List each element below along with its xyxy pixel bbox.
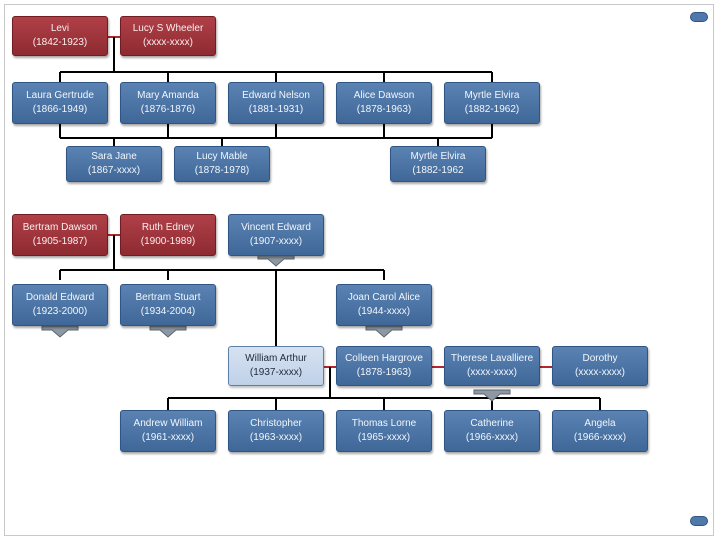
expand-arrow-icon xyxy=(257,254,295,267)
person-dates: (1882-1962 xyxy=(412,165,464,176)
person-myrtle-elvira[interactable]: Myrtle Elvira (1882-1962) xyxy=(444,82,540,124)
expand-arrow-icon xyxy=(41,325,79,338)
person-dates: (1842-1923) xyxy=(32,37,88,48)
person-thomas-lorne[interactable]: Thomas Lorne (1965-xxxx) xyxy=(336,410,432,452)
person-myrtle-elvira-2[interactable]: Myrtle Elvira (1882-1962 xyxy=(390,146,486,182)
person-william-arthur[interactable]: William Arthur (1937-xxxx) xyxy=(228,346,324,386)
person-name: Lucy Mable xyxy=(196,151,248,162)
person-dates: (1878-1963) xyxy=(356,104,412,115)
person-dates: (1878-1963) xyxy=(356,367,412,378)
person-angela[interactable]: Angela (1966-xxxx) xyxy=(552,410,648,452)
person-name: Lucy S Wheeler xyxy=(132,23,204,34)
person-dates: (1937-xxxx) xyxy=(249,367,303,378)
person-dorothy[interactable]: Dorothy (xxxx-xxxx) xyxy=(552,346,648,386)
person-therese-lavalliere[interactable]: Therese Lavalliere (xxxx-xxxx) xyxy=(444,346,540,386)
person-colleen-hargrove[interactable]: Colleen Hargrove (1878-1963) xyxy=(336,346,432,386)
person-name: Bertram Stuart xyxy=(135,292,201,303)
person-dates: (xxxx-xxxx) xyxy=(575,367,625,378)
person-name: Alice Dawson xyxy=(353,90,415,101)
person-laura-gertrude[interactable]: Laura Gertrude (1866-1949) xyxy=(12,82,108,124)
person-mary-amanda[interactable]: Mary Amanda (1876-1876) xyxy=(120,82,216,124)
person-dates: (1907-xxxx) xyxy=(249,236,303,247)
person-name: Myrtle Elvira xyxy=(464,90,520,101)
person-lucy-mable[interactable]: Lucy Mable (1878-1978) xyxy=(174,146,270,182)
expand-arrow-icon xyxy=(473,389,511,402)
person-bertram-stuart[interactable]: Bertram Stuart (1934-2004) xyxy=(120,284,216,326)
person-dates: (1934-2004) xyxy=(140,306,196,317)
person-name: Catherine xyxy=(470,418,514,429)
person-name: Edward Nelson xyxy=(242,90,310,101)
person-dates: (1867-xxxx) xyxy=(87,165,141,176)
person-name: Joan Carol Alice xyxy=(347,292,421,303)
person-sara-jane[interactable]: Sara Jane (1867-xxxx) xyxy=(66,146,162,182)
person-name: Angela xyxy=(584,418,616,429)
person-name: Ruth Edney xyxy=(141,222,195,233)
expand-arrow-icon xyxy=(149,325,187,338)
person-name: Thomas Lorne xyxy=(351,418,417,429)
person-dates: (1876-1876) xyxy=(140,104,196,115)
person-dates: (1882-1962) xyxy=(464,104,520,115)
person-dates: (1878-1978) xyxy=(194,165,250,176)
person-christopher[interactable]: Christopher (1963-xxxx) xyxy=(228,410,324,452)
person-lucy-s-wheeler[interactable]: Lucy S Wheeler (xxxx-xxxx) xyxy=(120,16,216,56)
person-alice-dawson[interactable]: Alice Dawson (1878-1963) xyxy=(336,82,432,124)
person-name: Christopher xyxy=(250,418,302,429)
person-dates: (1966-xxxx) xyxy=(573,432,627,443)
expand-arrow-icon xyxy=(365,325,403,338)
person-dates: (1881-1931) xyxy=(248,104,304,115)
person-name: Levi xyxy=(50,23,70,34)
person-name: Vincent Edward xyxy=(241,222,311,233)
person-name: Myrtle Elvira xyxy=(410,151,466,162)
person-joan-carol-alice[interactable]: Joan Carol Alice (1944-xxxx) xyxy=(336,284,432,326)
person-dates: (xxxx-xxxx) xyxy=(467,367,517,378)
person-dates: (1866-1949) xyxy=(32,104,88,115)
person-dates: (xxxx-xxxx) xyxy=(143,37,193,48)
person-dates: (1900-1989) xyxy=(140,236,196,247)
person-name: Bertram Dawson xyxy=(22,222,98,233)
person-name: Dorothy xyxy=(582,353,618,364)
person-dates: (1966-xxxx) xyxy=(465,432,519,443)
person-name: Mary Amanda xyxy=(137,90,199,101)
person-dates: (1965-xxxx) xyxy=(357,432,411,443)
person-name: Laura Gertrude xyxy=(26,90,94,101)
person-name: Andrew William xyxy=(133,418,203,429)
person-edward-nelson[interactable]: Edward Nelson (1881-1931) xyxy=(228,82,324,124)
person-donald-edward[interactable]: Donald Edward (1923-2000) xyxy=(12,284,108,326)
person-name: William Arthur xyxy=(245,353,307,364)
person-name: Colleen Hargrove xyxy=(345,353,423,364)
person-dates: (1905-1987) xyxy=(32,236,88,247)
slide-frame xyxy=(4,4,714,536)
person-catherine[interactable]: Catherine (1966-xxxx) xyxy=(444,410,540,452)
person-bertram-dawson[interactable]: Bertram Dawson (1905-1987) xyxy=(12,214,108,256)
person-andrew-william[interactable]: Andrew William (1961-xxxx) xyxy=(120,410,216,452)
person-dates: (1961-xxxx) xyxy=(141,432,195,443)
person-dates: (1923-2000) xyxy=(32,306,88,317)
person-dates: (1963-xxxx) xyxy=(249,432,303,443)
person-dates: (1944-xxxx) xyxy=(357,306,411,317)
person-name: Donald Edward xyxy=(25,292,95,303)
person-name: Sara Jane xyxy=(91,151,137,162)
person-vincent-edward[interactable]: Vincent Edward (1907-xxxx) xyxy=(228,214,324,256)
nav-button-bottom[interactable] xyxy=(690,516,708,526)
person-ruth-edney[interactable]: Ruth Edney (1900-1989) xyxy=(120,214,216,256)
nav-button-top[interactable] xyxy=(690,12,708,22)
person-levi[interactable]: Levi (1842-1923) xyxy=(12,16,108,56)
person-name: Therese Lavalliere xyxy=(450,353,534,364)
